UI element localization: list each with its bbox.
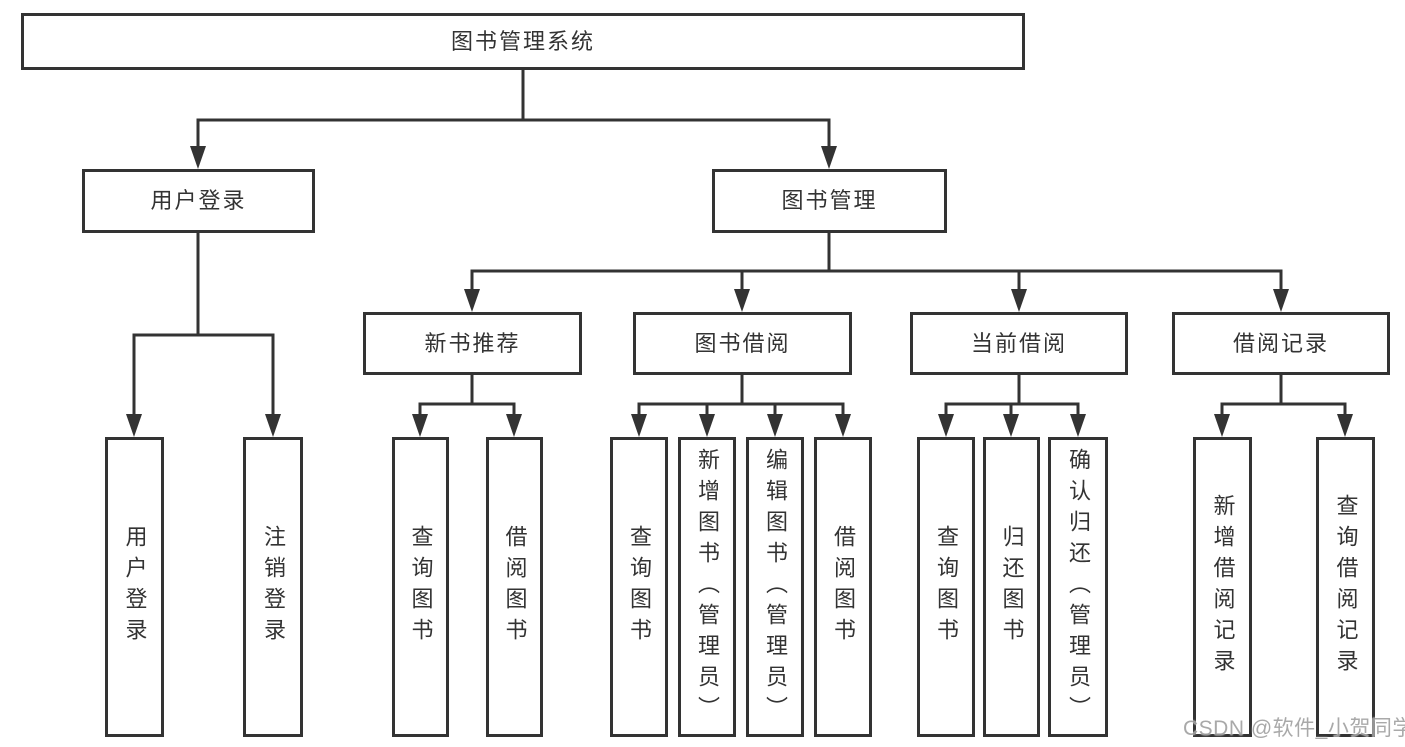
leaf-query-borrow-record: 查询借阅记录: [1316, 437, 1375, 737]
csdn-watermark: CSDN @软件_小贺同学: [1183, 717, 1405, 740]
node-current-borrow: 当前借阅: [910, 312, 1128, 375]
node-book-borrow: 图书借阅: [633, 312, 852, 375]
node-book-management: 图书管理: [712, 169, 947, 233]
leaf-add-borrow-record: 新增借阅记录: [1193, 437, 1252, 737]
leaf-borrow-book: 借阅图书: [814, 437, 872, 737]
leaf-borrow-book-recommend: 借阅图书: [486, 437, 543, 737]
node-new-book-recommend: 新书推荐: [363, 312, 582, 375]
node-user-login: 用户登录: [82, 169, 315, 233]
leaf-user-login: 用户登录: [105, 437, 164, 737]
leaf-return-book: 归还图书: [983, 437, 1040, 737]
leaf-confirm-return-admin: 确认归还（管理员）: [1048, 437, 1108, 737]
leaf-logout: 注销登录: [243, 437, 303, 737]
leaf-add-book-admin: 新增图书（管理员）: [678, 437, 736, 737]
leaf-query-book-borrow: 查询图书: [610, 437, 668, 737]
node-borrow-record: 借阅记录: [1172, 312, 1390, 375]
leaf-query-book-recommend: 查询图书: [392, 437, 449, 737]
leaf-edit-book-admin: 编辑图书（管理员）: [746, 437, 804, 737]
leaf-query-book-current: 查询图书: [917, 437, 975, 737]
node-root-library-system: 图书管理系统: [21, 13, 1025, 70]
